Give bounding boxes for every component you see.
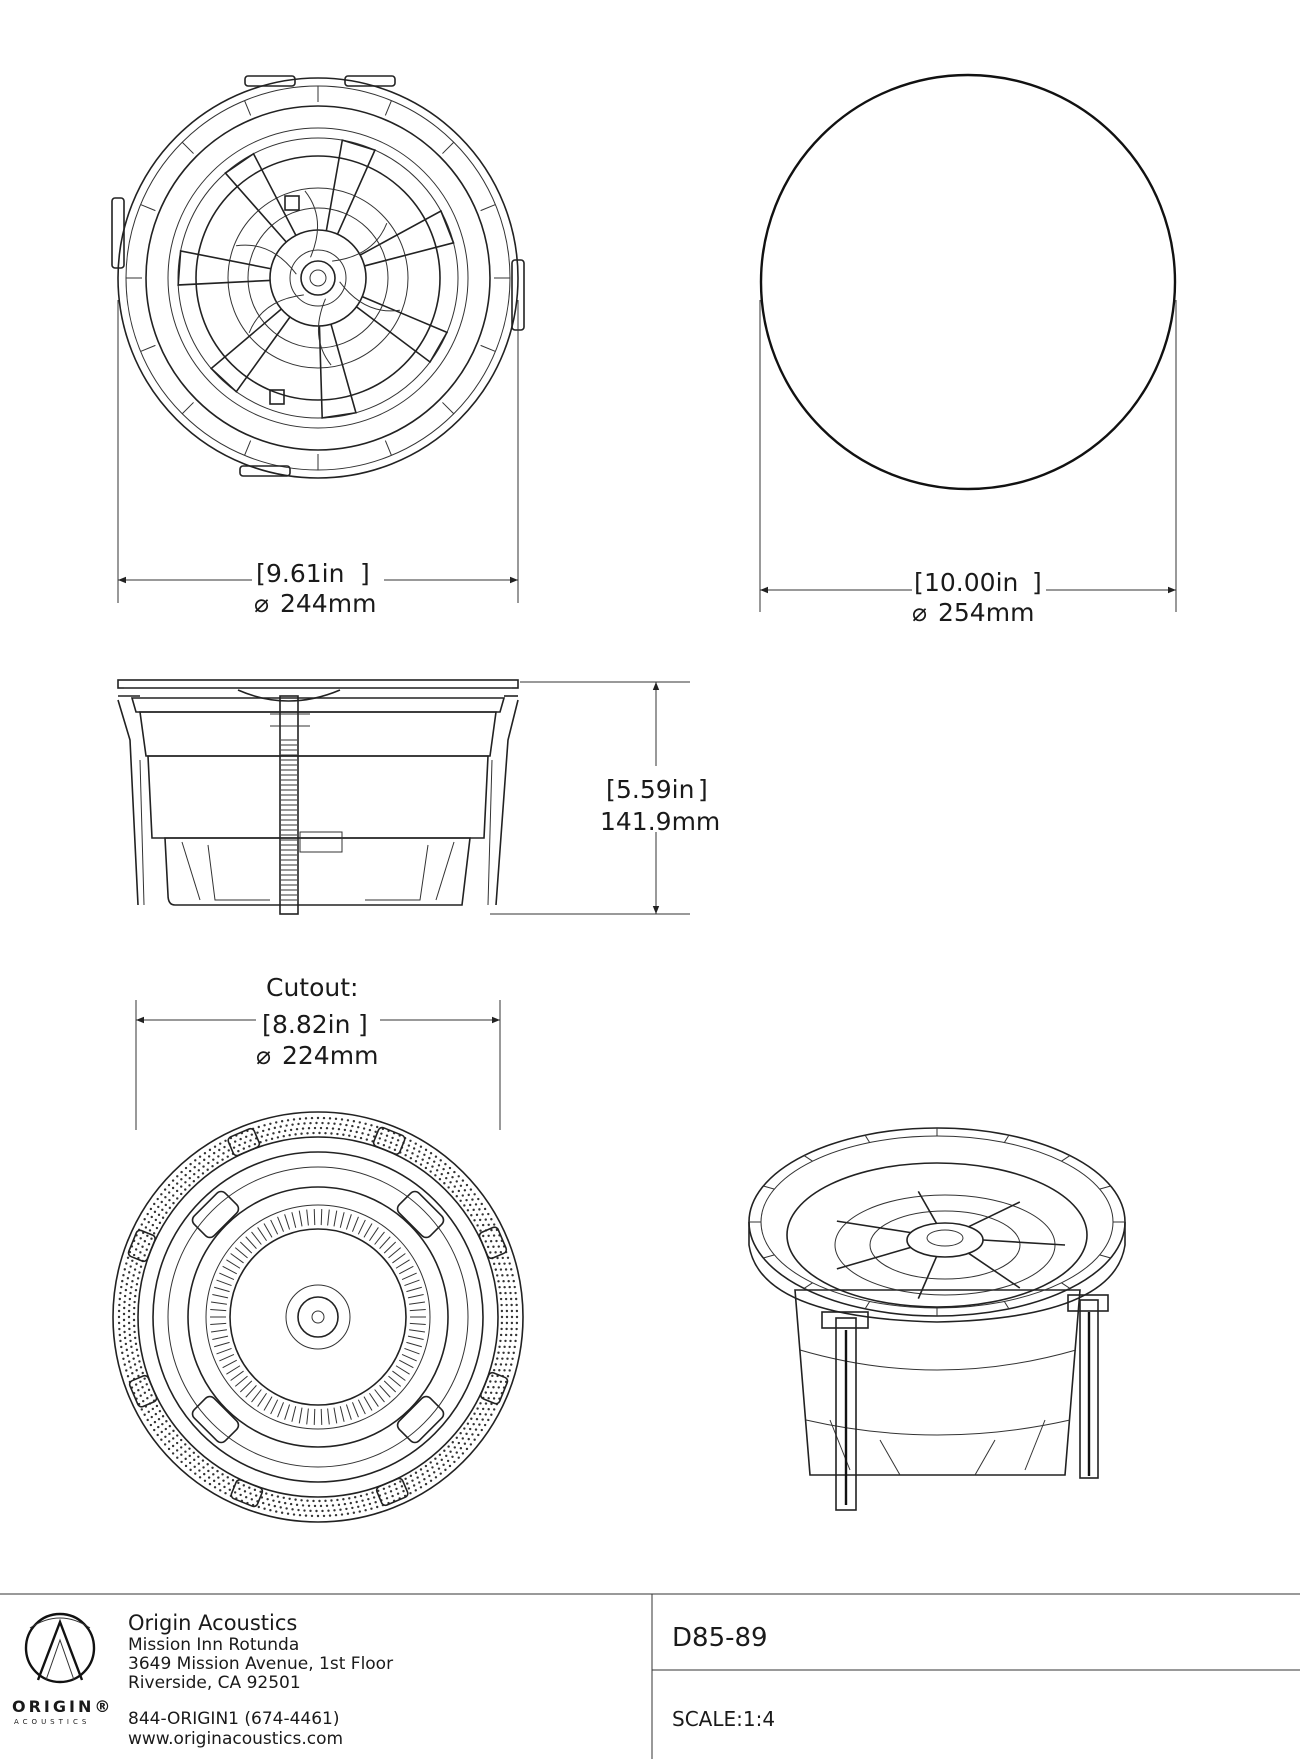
- speaker-top-view: [111, 75, 525, 479]
- height-dim-mm: 141.9mm: [600, 807, 720, 836]
- phone-number: 844-ORIGIN1 (674-4461): [128, 1709, 340, 1729]
- title-block: ORIGIN® ACOUSTICS Origin Acoustics Missi…: [0, 1593, 1300, 1759]
- drawing-scale: SCALE:1:4: [672, 1707, 775, 1731]
- logo-subtext: ACOUSTICS: [14, 1718, 90, 1726]
- grille-dim-bracket-open: [: [914, 568, 924, 597]
- grille-dim-bracket-close: ]: [1032, 568, 1042, 597]
- part-number: D85-89: [672, 1623, 768, 1653]
- grille-view: [759, 73, 1177, 491]
- dimension-top-diameter: [ 9.61in ] ⌀ 244mm: [117, 300, 519, 618]
- height-dim-inches: 5.59in: [616, 775, 694, 804]
- speaker-perspective-view: [748, 1127, 1126, 1511]
- grille-dim-mm: 254mm: [938, 598, 1034, 627]
- top-dim-diameter-symbol: ⌀: [254, 589, 269, 618]
- website[interactable]: www.originacoustics.com: [128, 1729, 343, 1749]
- company-name: Origin Acoustics: [128, 1611, 297, 1635]
- cutout-dim-diameter-symbol: ⌀: [256, 1041, 271, 1070]
- top-dim-mm: 244mm: [280, 589, 376, 618]
- address-line-3: Riverside, CA 92501: [128, 1673, 301, 1693]
- dimension-grille-diameter: [ 10.00in ] ⌀ 254mm: [759, 300, 1177, 627]
- top-dim-bracket-close: ]: [360, 559, 370, 588]
- dimension-cutout: Cutout: [ 8.82in ] ⌀ 224mm: [135, 973, 501, 1130]
- cutout-dim-mm: 224mm: [282, 1041, 378, 1070]
- cutout-label: Cutout:: [266, 973, 358, 1002]
- grille-dim-diameter-symbol: ⌀: [912, 598, 927, 627]
- address-line-1: Mission Inn Rotunda: [128, 1635, 299, 1655]
- top-dim-bracket-open: [: [256, 559, 266, 588]
- top-dim-inches: 9.61in: [266, 559, 344, 588]
- cutout-dim-inches: 8.82in: [272, 1010, 350, 1039]
- height-dim-bracket-open: [: [606, 775, 616, 804]
- logo-text: ORIGIN®: [12, 1697, 113, 1716]
- cutout-dim-bracket-open: [: [262, 1010, 272, 1039]
- speaker-rear-view: [112, 1111, 524, 1523]
- cutout-dim-bracket-close: ]: [358, 1010, 368, 1039]
- height-dim-bracket-close: ]: [698, 775, 708, 804]
- origin-logo: ORIGIN® ACOUSTICS: [12, 1612, 113, 1726]
- dimension-height: [ 5.59in ] 141.9mm: [490, 681, 720, 915]
- speaker-side-view: [117, 679, 519, 915]
- grille-dim-inches: 10.00in: [924, 568, 1018, 597]
- address-line-2: 3649 Mission Avenue, 1st Floor: [128, 1654, 393, 1674]
